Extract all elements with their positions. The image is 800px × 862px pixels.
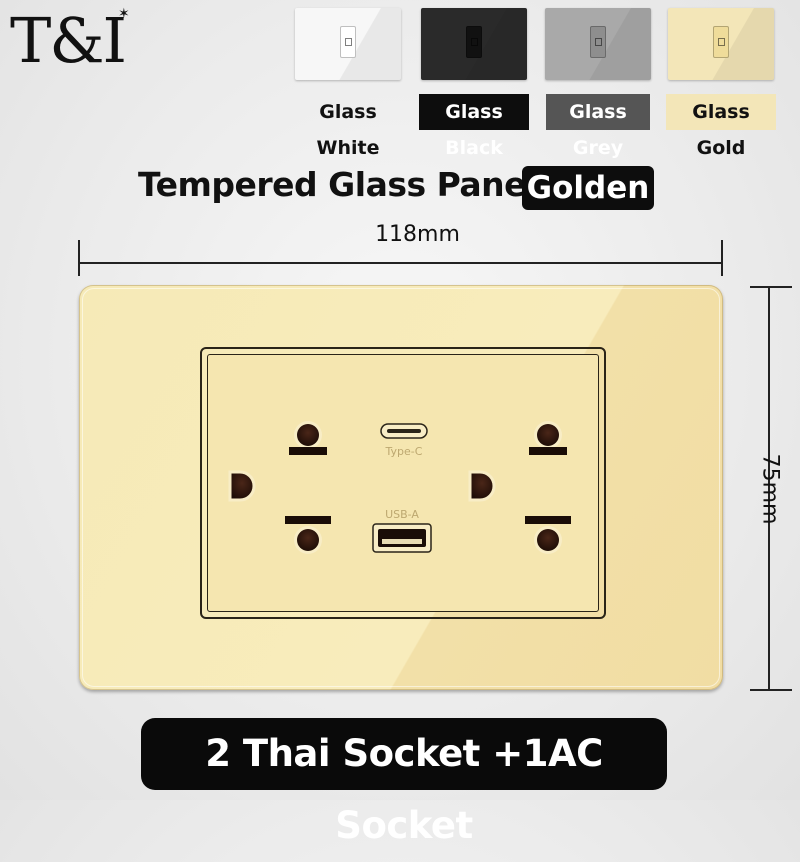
width-tick-right [721, 240, 723, 276]
switch-icon [340, 26, 356, 58]
page-title: Tempered Glass Panel [138, 165, 537, 204]
switch-icon [590, 26, 606, 58]
swatch-label: Glass Gold [666, 94, 776, 159]
sparkle-icon: ✶ [118, 6, 130, 22]
swatch-glass-grey[interactable] [545, 8, 651, 80]
switch-icon [466, 26, 482, 58]
right-socket-top-pin [529, 421, 567, 455]
height-dimension-line [768, 287, 770, 691]
product-description-banner: 2 Thai Socket +1AC Socket [141, 718, 667, 847]
left-socket-bottom-pin [285, 516, 331, 554]
swatch-label: Glass Black [419, 94, 529, 159]
socket-frame [200, 347, 606, 619]
type-c-label: Type-C [385, 445, 423, 458]
switch-icon [713, 26, 729, 58]
right-thai-socket [468, 421, 571, 554]
right-socket-bottom-pin [525, 516, 571, 554]
usb-a-port [372, 523, 432, 553]
swatch-glass-gold[interactable] [668, 8, 774, 80]
left-thai-socket [228, 421, 331, 554]
width-tick-left [78, 240, 80, 276]
width-dimension-label: 118mm [375, 222, 460, 247]
brand-logo-text: T&I [10, 4, 127, 77]
type-c-port [380, 423, 428, 439]
swatch-label: Glass Grey [546, 94, 650, 159]
height-dimension-label: 75mm [757, 453, 783, 525]
width-dimension-line [79, 262, 723, 264]
socket-panel: Type-C USB-A [79, 285, 723, 690]
left-socket-top-pin [289, 421, 327, 455]
socket-insert [207, 354, 599, 612]
swatch-glass-white[interactable] [295, 8, 401, 80]
swatch-label: Glass White [316, 101, 380, 159]
socket-graphics [228, 421, 571, 554]
usb-a-label: USB-A [385, 508, 419, 521]
color-badge: Golden [522, 166, 654, 210]
right-socket-side-pin [468, 470, 496, 502]
brand-logo: T&I ✶ [10, 4, 130, 77]
left-socket-side-pin [228, 470, 256, 502]
height-tick-bottom [750, 689, 792, 691]
swatch-glass-black[interactable] [421, 8, 527, 80]
height-tick-top [750, 286, 792, 288]
